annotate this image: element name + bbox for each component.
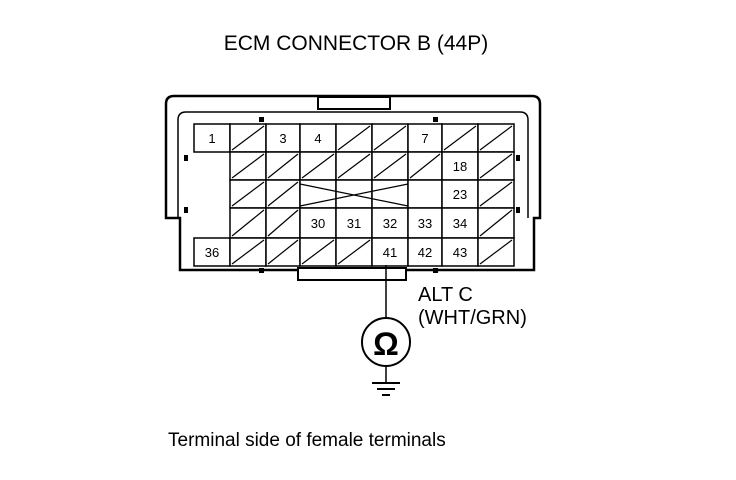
unused-terminal-hatch — [267, 181, 299, 207]
unused-terminal-hatch — [231, 239, 265, 265]
diagram-title: ECM CONNECTOR B (44P) — [224, 32, 488, 55]
terminal-cell — [371, 179, 409, 209]
unused-terminal-hatch — [337, 239, 371, 265]
unused-terminal-hatch — [409, 153, 441, 179]
terminal-cell — [371, 207, 409, 239]
wire-signal-label: ALT C — [418, 284, 473, 306]
unused-terminal-hatch — [267, 239, 299, 265]
unused-terminal-hatch — [231, 209, 265, 237]
latch-tabs — [184, 117, 520, 273]
terminal-number: 4 — [314, 131, 321, 146]
terminal-number: 41 — [383, 245, 397, 260]
unused-terminal-hatch — [231, 125, 265, 151]
terminal-number: 34 — [453, 216, 467, 231]
terminal-cell — [335, 179, 373, 209]
diagram-caption: Terminal side of female terminals — [168, 430, 446, 451]
terminal-number: 7 — [421, 131, 428, 146]
blank-area-x-mark — [299, 183, 409, 207]
terminal-number: 1 — [208, 131, 215, 146]
connector-housing — [164, 94, 542, 281]
terminal-number: 18 — [453, 159, 467, 174]
terminal-number: 30 — [311, 216, 325, 231]
terminal-number: 43 — [453, 245, 467, 260]
terminal-cell — [441, 237, 479, 267]
unused-terminal-hatch — [301, 153, 335, 179]
unused-terminal-hatch — [267, 153, 299, 179]
unused-terminal-hatch — [479, 125, 513, 151]
unused-terminal-hatch — [301, 239, 335, 265]
ohmmeter-symbol: Ω — [373, 326, 399, 362]
unused-terminal-hatch — [231, 153, 265, 179]
test-lead — [361, 265, 411, 382]
unused-terminal-hatch — [337, 125, 371, 151]
terminal-number: 3 — [279, 131, 286, 146]
unused-terminal-hatch — [479, 153, 513, 179]
terminal-cell — [299, 179, 337, 209]
unused-terminal-hatch — [267, 209, 299, 237]
terminal-number: 23 — [453, 187, 467, 202]
terminal-cell — [441, 207, 479, 239]
terminal-cell — [407, 237, 443, 267]
unused-terminal-hatch — [479, 239, 513, 265]
unused-terminal-hatch — [479, 209, 513, 237]
terminal-number: 31 — [347, 216, 361, 231]
wire-color-label: (WHT/GRN) — [418, 307, 527, 329]
unused-terminal-hatch — [337, 153, 371, 179]
unused-terminal-hatch — [231, 181, 265, 207]
terminal-number: 33 — [418, 216, 432, 231]
terminal-cell — [407, 179, 443, 209]
terminal-cell — [299, 207, 337, 239]
terminal-number: 32 — [383, 216, 397, 231]
unused-terminal-hatch — [443, 125, 477, 151]
unused-terminal-hatch — [479, 181, 513, 207]
terminal-cell — [441, 179, 479, 209]
terminal-number: 36 — [205, 245, 219, 260]
unused-terminal-hatch — [373, 125, 407, 151]
ground-icon — [372, 382, 400, 396]
unused-terminal-hatch — [373, 153, 407, 179]
terminal-number: 42 — [418, 245, 432, 260]
